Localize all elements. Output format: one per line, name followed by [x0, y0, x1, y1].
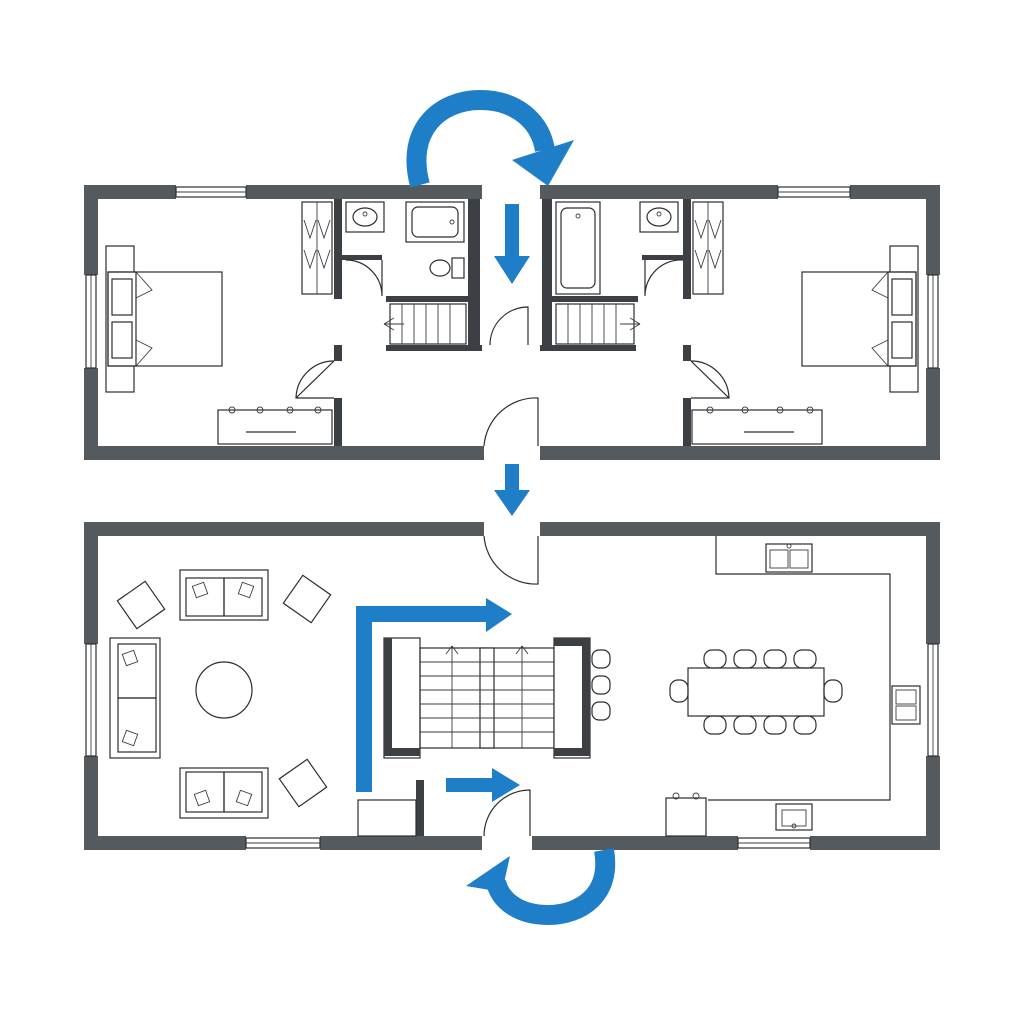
armchair-top-left [116, 580, 166, 630]
lower-windows [85, 643, 939, 849]
toilet-left [429, 257, 465, 279]
bed-left [105, 245, 223, 393]
dining-area [669, 649, 843, 735]
dining-table [687, 667, 825, 717]
bathroom-left [345, 201, 465, 297]
sink-left [345, 201, 385, 233]
lower-entry-arrow [446, 768, 520, 802]
bedroom-left [105, 201, 335, 445]
upper-windows [85, 186, 939, 369]
sink-right [639, 201, 679, 233]
kitchen-sink-right [891, 685, 921, 725]
storage-cabinet [357, 799, 417, 837]
bedroom-right [690, 201, 919, 445]
door-right-bathroom [644, 259, 684, 297]
door-left-bedroom [295, 360, 335, 399]
upper-hall-down-arrow [494, 204, 530, 284]
door-left-bathroom [345, 259, 383, 297]
kitchen [665, 536, 921, 837]
door-hall-top [489, 306, 529, 346]
dresser-left [217, 406, 333, 445]
upper-outer-walls [84, 185, 940, 460]
bathtub-left [405, 201, 465, 243]
upper-interior-walls [334, 199, 691, 446]
bed-right [801, 245, 919, 393]
bathtub-right [555, 201, 601, 295]
armchair-bottom-right [278, 758, 328, 808]
lower-floor [84, 522, 940, 850]
bottom-loop-arrow [466, 848, 616, 926]
wardrobe-left [301, 201, 333, 295]
between-floors-down-arrow [494, 464, 530, 516]
flow-arrows [356, 89, 616, 926]
central-stair [383, 637, 611, 759]
wardrobe-right [692, 201, 724, 295]
lower-outer-walls [84, 522, 940, 850]
kitchen-sink-bottom [775, 803, 813, 831]
door-right-bedroom [690, 360, 730, 399]
living-area [109, 569, 332, 819]
kitchen-sink-top [765, 543, 813, 573]
door-lower-bottom [483, 789, 531, 837]
stair-up-arrow [356, 598, 512, 792]
kitchen-stove [665, 792, 707, 837]
upper-floor [84, 185, 940, 460]
sofa-top [179, 569, 269, 621]
dresser-right [691, 406, 823, 445]
upper-hall [483, 306, 539, 447]
door-hall-bottom [483, 397, 539, 447]
door-lower-top [483, 535, 539, 585]
stair-right [555, 303, 641, 345]
sofa-bottom [179, 767, 269, 819]
sofa-left [109, 637, 161, 759]
bathroom-right [555, 201, 684, 297]
stair-left [383, 303, 467, 345]
top-loop-arrow [406, 89, 574, 188]
armchair-top-right [282, 574, 332, 624]
coffee-table [195, 661, 253, 719]
